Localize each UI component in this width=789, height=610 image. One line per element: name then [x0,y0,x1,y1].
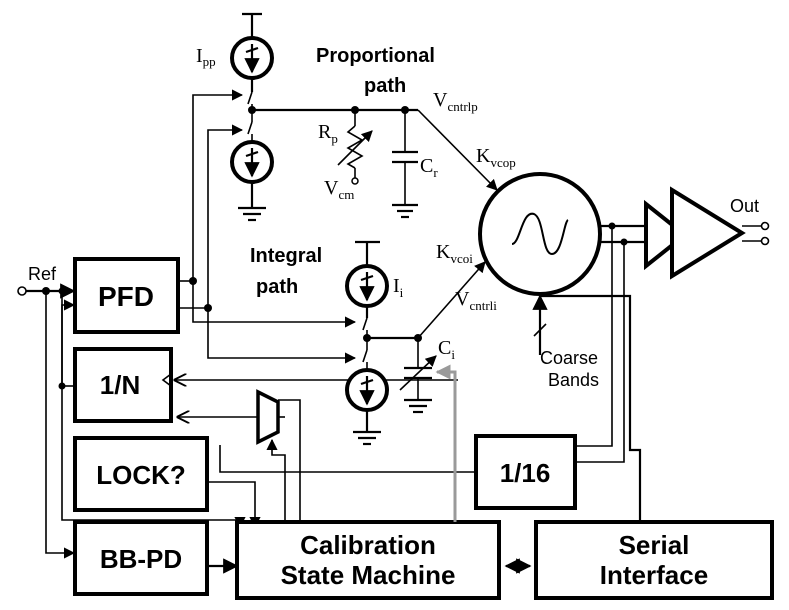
rp-resistor: Rp Vcm [318,110,373,202]
coarse-label: Coarse [540,348,598,368]
vcntrli-label: Vcntrli [455,288,497,313]
bands-label: Bands [548,370,599,390]
lock-label: LOCK? [96,460,186,490]
serial-interface-block: Serial Interface [534,520,774,600]
vco [478,172,602,296]
divide-16-label: 1/16 [500,458,551,488]
ref-label: Ref [28,264,57,284]
cr-capacitor: Cr [392,110,438,219]
proportional-label-2: path [364,75,406,97]
bbpd-block: BB-PD [73,520,239,596]
lock-block: LOCK? [73,436,261,529]
rp-label: Rp [318,121,338,146]
cal-line1: Calibration [300,530,436,560]
ci-control-line [435,364,457,522]
ci-capacitor: Ci [399,337,455,414]
mux [256,389,280,445]
integral-sink-source [345,368,389,446]
cal-line2: State Machine [281,560,456,590]
proportional-sink-source [230,140,274,222]
integral-label-1: Integral [250,245,322,267]
kvcoi-label: Kvcoi [436,241,473,266]
pfd-block: PFD [73,257,180,334]
output-buffer [644,186,746,280]
divide-n-block: 1/N [73,347,173,423]
ii-current-source: Ii [345,240,404,318]
calibration-state-machine-block: Calibration State Machine [235,520,501,600]
out-terminals: Out [730,196,770,246]
proportional-label-1: Proportional [316,45,435,67]
out-label: Out [730,196,759,216]
kvcop-label: Kvcop [476,145,516,170]
pfd-label: PFD [98,281,154,312]
integral-label-2: path [256,276,298,298]
ii-label: Ii [393,275,404,300]
ser-line1: Serial [619,530,690,560]
bbpd-label: BB-PD [100,544,182,574]
ci-label: Ci [438,337,455,362]
cr-label: Cr [420,155,438,180]
ref-input: Ref [17,264,246,559]
ipp-current-source: Ipp [196,12,274,92]
ser-line2: Interface [600,560,708,590]
coarse-bands-line [540,294,642,522]
divide-n-label: 1/N [100,370,140,400]
divide-16-block: 1/16 [474,434,577,510]
vcntrlp-label: Vcntrlp [433,89,478,114]
ipp-label: Ipp [196,45,216,69]
vcm-label: Vcm [324,177,354,202]
